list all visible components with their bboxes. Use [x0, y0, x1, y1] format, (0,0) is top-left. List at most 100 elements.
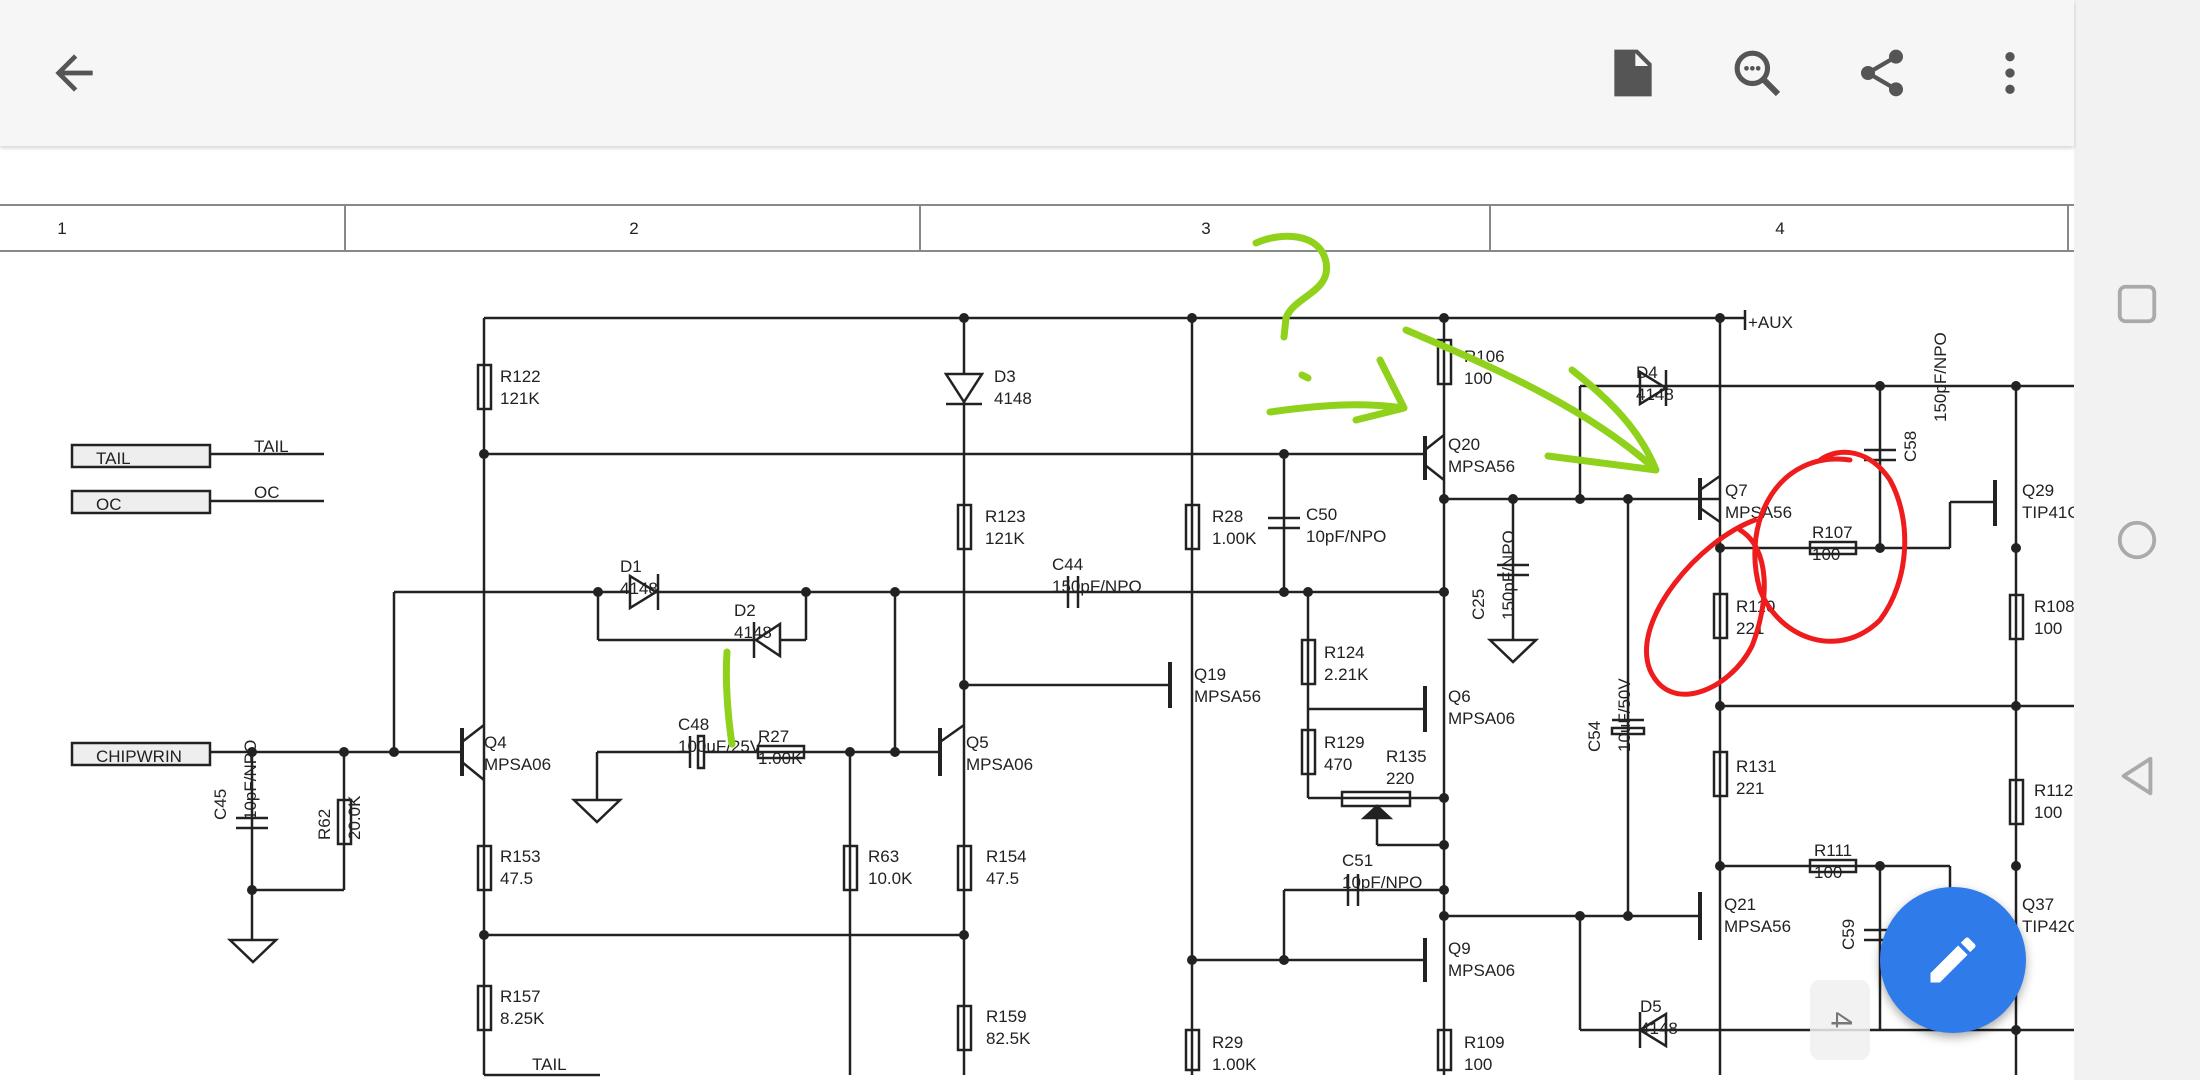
more-vert-icon[interactable]: [1970, 33, 2050, 113]
back-icon[interactable]: [2097, 736, 2177, 816]
component-value: MPSA56: [1194, 687, 1261, 706]
component-ref: D2: [734, 601, 756, 620]
system-nav-bar: [2074, 0, 2200, 1080]
component-ref: R122: [500, 367, 541, 386]
component-value: 2.21K: [1324, 665, 1369, 684]
component-ref: Q5: [966, 733, 989, 752]
component-ref: Q9: [1448, 939, 1471, 958]
component-value: 10pF/NPO: [1342, 873, 1422, 892]
share-icon[interactable]: [1842, 33, 1922, 113]
component-ref: R153: [500, 847, 541, 866]
component-value: MPSA56: [1724, 917, 1791, 936]
component-ref: R112: [2034, 781, 2073, 800]
net-label: TAIL: [254, 437, 289, 456]
component-value: 4148: [994, 389, 1032, 408]
component-value: 4148: [620, 579, 658, 598]
component-value: 47.5: [500, 869, 533, 888]
tail-label-box: [70, 443, 212, 469]
component-ref: Q4: [484, 733, 507, 752]
component-ref: R123: [985, 507, 1026, 526]
component-ref: R109: [1464, 1033, 1505, 1052]
component-value: 10pF/NPO: [241, 740, 260, 820]
component-value: 100: [2034, 803, 2062, 822]
component-value: 121K: [500, 389, 540, 408]
component-value: 100: [1464, 369, 1492, 388]
component-value: 4148: [1636, 385, 1674, 404]
component-value: MPSA06: [966, 755, 1033, 774]
grid-column-number: 3: [1201, 219, 1210, 238]
component-ref: D5: [1640, 997, 1662, 1016]
home-icon[interactable]: [2097, 500, 2177, 580]
component-value: 10uF/50V: [1615, 678, 1634, 752]
input-label: TAIL: [96, 449, 131, 468]
grid-column-number: 4: [1775, 219, 1784, 238]
document-icon[interactable]: [1593, 33, 1673, 113]
component-value: 220: [1386, 769, 1414, 788]
chipwrin-label-box: [70, 741, 212, 767]
green-arrow-2: [1402, 326, 1660, 474]
component-ref: Q20: [1448, 435, 1480, 454]
component-ref: R28: [1212, 507, 1243, 526]
component-value: MPSA06: [484, 755, 551, 774]
grid-column-number: 2: [629, 219, 638, 238]
component-value: 10.0K: [868, 869, 913, 888]
search-zoom-icon[interactable]: [1717, 33, 1797, 113]
component-value: 150pF/NPO: [1052, 577, 1142, 596]
component-ref: R129: [1324, 733, 1365, 752]
component-ref: C59: [1839, 919, 1858, 950]
component-ref: Q29: [2022, 481, 2054, 500]
input-label: CHIPWRIN: [96, 747, 182, 766]
red-circle-2: [1752, 449, 1908, 644]
component-value: 82.5K: [986, 1029, 1031, 1048]
component-value: 121K: [985, 529, 1025, 548]
component-ref: C45: [211, 789, 230, 820]
component-ref: D4: [1636, 363, 1658, 382]
component-value: 4148: [734, 623, 772, 642]
component-ref: C51: [1342, 851, 1373, 870]
component-ref: R107: [1812, 523, 1853, 542]
component-ref: Q7: [1725, 481, 1748, 500]
green-question-mark: [1252, 232, 1331, 341]
net-label: TAIL: [532, 1055, 567, 1074]
component-ref: R124: [1324, 643, 1365, 662]
component-ref: C54: [1585, 721, 1604, 752]
component-ref: D1: [620, 557, 642, 576]
component-ref: R108: [2034, 597, 2074, 616]
component-ref: R27: [758, 727, 789, 746]
component-value: TIP41C: [2022, 503, 2074, 522]
component-value: 1.00K: [1212, 529, 1257, 548]
component-ref: C48: [678, 715, 709, 734]
green-arrow-1: [1266, 356, 1408, 424]
component-value: 470: [1324, 755, 1352, 774]
net-label: +AUX: [1748, 313, 1793, 332]
component-ref: R154: [986, 847, 1027, 866]
component-value: 100: [1812, 545, 1840, 564]
component-value: MPSA06: [1448, 961, 1515, 980]
schematic-drawing: 1234TAILOCCHIPWRINTAILOCTAIL+AUXR122121K…: [0, 204, 2074, 1077]
edit-fab-button[interactable]: [1880, 887, 2026, 1033]
input-label: OC: [96, 495, 122, 514]
component-value: 100: [1464, 1055, 1492, 1074]
component-value: 10pF/NPO: [1306, 527, 1386, 546]
component-value: 150pF/NPO: [1499, 530, 1518, 620]
component-value: TIP42C: [2022, 917, 2074, 936]
green-tick: [722, 648, 736, 748]
app-bar: [0, 0, 2074, 146]
component-value: 150pF/NPO: [1931, 332, 1950, 422]
component-ref: R62: [315, 809, 334, 840]
component-ref: C44: [1052, 555, 1083, 574]
red-circle-1: [1644, 517, 1767, 697]
component-value: 47.5: [986, 869, 1019, 888]
component-value: 221: [1736, 779, 1764, 798]
component-value: 8.25K: [500, 1009, 545, 1028]
component-value: MPSA56: [1448, 457, 1515, 476]
component-ref: C50: [1306, 505, 1337, 524]
component-ref: R135: [1386, 747, 1427, 766]
component-ref: Q21: [1724, 895, 1756, 914]
component-value: MPSA06: [1448, 709, 1515, 728]
back-arrow-icon[interactable]: [34, 33, 114, 113]
component-ref: R63: [868, 847, 899, 866]
component-ref: Q19: [1194, 665, 1226, 684]
recent-apps-icon[interactable]: [2097, 264, 2177, 344]
